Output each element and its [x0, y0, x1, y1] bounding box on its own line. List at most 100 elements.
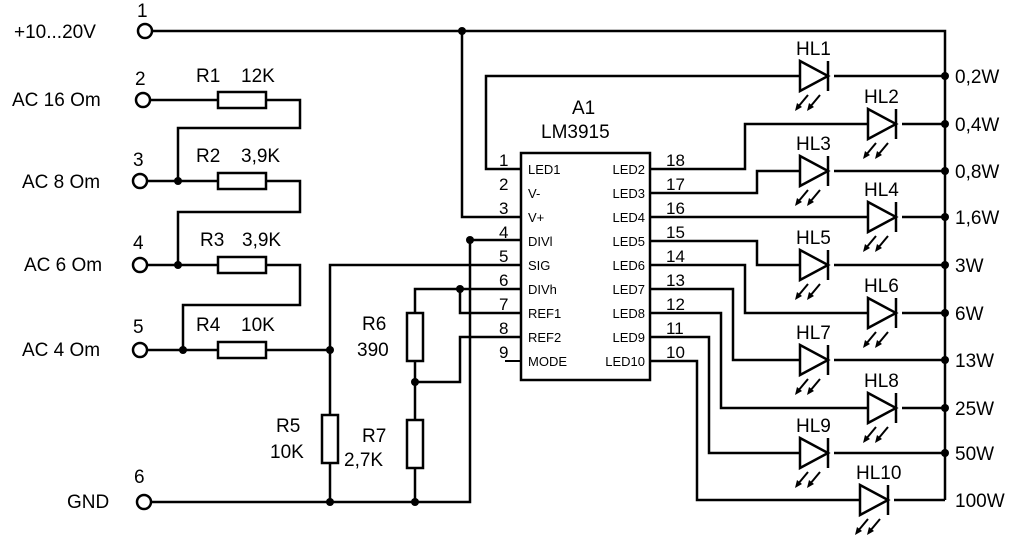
terminal-6: 6 GND — [67, 467, 153, 513]
resistor-value: 3,9K — [242, 230, 281, 251]
resistor-value: 2,7K — [344, 450, 383, 471]
pin-number: 11 — [666, 319, 684, 338]
wiring — [147, 29, 947, 504]
pin-name: LED3 — [612, 186, 645, 201]
led-label: HL9 — [796, 416, 831, 437]
led-group: HL10,2WHL20,4WHL30,8WHL41,6WHL53WHL66WHL… — [795, 39, 1005, 535]
pin-number: 15 — [666, 223, 685, 242]
pin-number: 18 — [666, 151, 685, 170]
ic-ref: A1 — [572, 98, 595, 119]
pin-number: 6 — [499, 271, 508, 290]
led-power-label: 1,6W — [955, 208, 999, 229]
led-hl2: HL2 0,4W — [863, 87, 999, 159]
pin-name: LED4 — [612, 210, 645, 225]
resistor-name: R6 — [362, 314, 386, 335]
led-power-label: 0,2W — [955, 67, 999, 88]
pin-number: 13 — [666, 271, 685, 290]
led-hl7: HL7 13W — [795, 323, 994, 395]
pin-number: 8 — [499, 319, 508, 338]
pin-name: DIVh — [528, 282, 557, 297]
terminal-label: AC 4 Om — [22, 340, 100, 361]
resistor-value: 10K — [241, 315, 275, 336]
terminal-number: 3 — [133, 150, 144, 171]
resistor-r3: R3 3,9K — [200, 230, 281, 275]
pin-name: LED7 — [612, 282, 645, 297]
led-label: HL10 — [856, 463, 901, 484]
pin-name: LED6 — [612, 258, 645, 273]
ic-right-pins: 18LED217LED316LED415LED514LED613LED712LE… — [605, 151, 685, 369]
resistor-r6: R6 390 — [357, 311, 425, 363]
led-power-label: 25W — [955, 399, 994, 420]
terminal-4: 4 AC 6 Om — [24, 233, 149, 276]
led-hl9: HL9 50W — [795, 416, 994, 488]
pin-name: V- — [528, 186, 540, 201]
terminal-2: 2 AC 16 Om — [12, 69, 152, 111]
terminal-label: AC 8 Om — [22, 172, 100, 193]
terminal-label: +10...20V — [14, 22, 96, 43]
resistor-name: R3 — [200, 230, 224, 251]
pin-name: DIVl — [528, 234, 553, 249]
pin-name: LED1 — [528, 162, 561, 177]
ic-part: LM3915 — [541, 122, 610, 143]
resistor-name: R2 — [196, 146, 220, 167]
pin-number: 7 — [499, 295, 508, 314]
pin-name: LED9 — [612, 330, 645, 345]
terminal-circle — [136, 22, 154, 40]
terminal-5: 5 AC 4 Om — [22, 317, 149, 361]
terminal-label: AC 6 Om — [24, 255, 102, 276]
resistor-r5: R5 10K — [270, 413, 340, 465]
resistor-name: R5 — [276, 416, 300, 437]
led-power-label: 0,4W — [955, 115, 999, 136]
junctions — [174, 27, 949, 506]
terminal-number: 1 — [137, 1, 148, 22]
led-hl5: HL5 3W — [795, 228, 984, 300]
terminal-circle — [131, 256, 149, 274]
pin-number: 16 — [666, 199, 685, 218]
pin-name: MODE — [528, 354, 567, 369]
pin-number: 1 — [499, 151, 508, 170]
led-label: HL2 — [864, 87, 899, 108]
pin-name: SIG — [528, 258, 550, 273]
led-label: HL7 — [796, 323, 831, 344]
terminal-1: 1 +10...20V — [14, 1, 154, 43]
led-label: HL4 — [864, 180, 899, 201]
led-hl4: HL4 1,6W — [863, 180, 999, 252]
pin-number: 4 — [499, 223, 508, 242]
pin-number: 3 — [499, 199, 508, 218]
led-hl8: HL8 25W — [863, 371, 994, 443]
resistor-r1: R1 12K — [196, 66, 275, 110]
led-power-label: 13W — [955, 351, 994, 372]
led-power-label: 3W — [955, 256, 984, 277]
resistor-name: R4 — [196, 315, 221, 336]
terminal-circle — [134, 91, 152, 109]
led-power-label: 50W — [955, 444, 994, 465]
resistor-r4: R4 10K — [196, 315, 275, 360]
led-label: HL8 — [864, 371, 899, 392]
resistor-value: 10K — [270, 442, 304, 463]
pin-name: REF1 — [528, 306, 561, 321]
terminal-number: 5 — [133, 317, 144, 338]
pin-name: REF2 — [528, 330, 561, 345]
terminal-number: 4 — [133, 233, 144, 254]
led-hl1: HL10,2W — [795, 39, 999, 111]
terminal-circle — [131, 172, 149, 190]
pin-name: V+ — [528, 210, 544, 225]
led-label: HL3 — [796, 134, 831, 155]
led-label: HL5 — [796, 228, 831, 249]
